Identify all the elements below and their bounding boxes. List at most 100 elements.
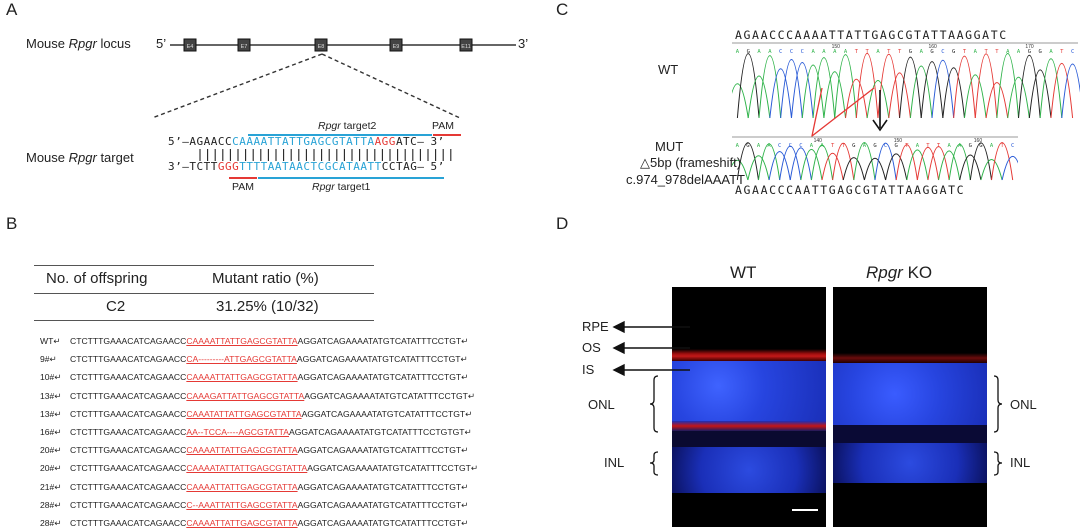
alignment-row-prefix: CTCTTTGAAACATCAGAACC — [70, 354, 187, 365]
top-strand: 5’—AGAACCCAAAATTATTGAGCGTATTAAGGATC—3’ — [168, 135, 445, 148]
alignment-row-name: 9#↵ — [40, 354, 57, 365]
trace-base-letter: T — [995, 49, 999, 55]
trace-base-letter: C — [801, 49, 804, 55]
trace-peak — [985, 82, 1009, 119]
table-mid-rule — [34, 293, 374, 294]
trace-peak — [948, 143, 971, 181]
trace-base-letter: A — [822, 49, 826, 55]
trace-base-letter: A — [1006, 49, 1010, 55]
layer-arrows — [612, 320, 690, 377]
trace-peak — [842, 157, 865, 181]
trace-base-letter: C — [941, 49, 944, 55]
layer-label-rpe: RPE — [582, 319, 609, 334]
trace-base-letter: A — [947, 143, 951, 149]
trace-base-letter: T — [963, 49, 967, 55]
target2-label: Rpgr target2 — [318, 120, 377, 132]
mut-label: MUT — [655, 139, 684, 154]
wt-micrograph — [672, 287, 826, 527]
pam-top-bar — [433, 134, 461, 136]
trace-peak — [996, 53, 1020, 119]
alignment-row: 28#↵CTCTTTGAAACATCAGAACCC--AAATTATTGAGCG… — [40, 500, 468, 511]
trace-base-letter: G — [952, 49, 955, 55]
trace-base-letter: T — [1060, 49, 1064, 55]
trace-position-tick: 160 — [929, 44, 938, 50]
trace-peak — [747, 75, 771, 119]
trace-peak — [895, 144, 918, 181]
trace-peak — [789, 147, 812, 181]
exon-label: E9 — [393, 44, 400, 50]
trace-peak — [732, 83, 749, 119]
layer-label-inl-right: INL — [1010, 455, 1031, 470]
table-cell-ratio: 31.25% (10/32) — [216, 298, 319, 315]
target-label: Mouse Rpgr target — [26, 150, 134, 165]
trace-peak — [906, 149, 929, 181]
left-brackets — [649, 375, 659, 476]
alignment-row-suffix: AGGATCAGAAAATATGTCATATTTCCTGT↵ — [297, 499, 469, 510]
trace-peak — [963, 74, 987, 119]
trace-base-letter: G — [1028, 49, 1031, 55]
alignment-row-name: WT↵ — [40, 336, 61, 346]
wt-label: WT — [658, 62, 679, 77]
alignment-row-suffix: AGGATCAGAAAATATGTCATATTTCCTGTGT↵ — [288, 427, 472, 437]
trace-base-letter: A — [876, 49, 880, 55]
exon-label: E4 — [187, 44, 194, 50]
trace-peak — [980, 158, 1003, 181]
trace-peak — [768, 151, 791, 181]
trace-base-letter: G — [1039, 49, 1042, 55]
trace-base-letter: C — [799, 143, 802, 149]
trace-base-letter: C — [778, 143, 781, 149]
panel-letter-a: A — [6, 0, 18, 19]
trace-base-letter: A — [736, 49, 740, 55]
trace-peak — [853, 142, 876, 181]
trace-peak — [732, 159, 749, 181]
trace-peak — [899, 56, 922, 119]
trace-peak — [823, 71, 847, 119]
trace-peak — [959, 154, 982, 181]
alignment-row-prefix: CTCTTTGAAACATCAGAACC — [70, 372, 187, 383]
trace-base-letter: C — [1071, 49, 1074, 55]
trace-base-letter: T — [842, 143, 846, 149]
scale-bar — [792, 509, 818, 511]
trace-peak — [938, 150, 961, 181]
pam-bottom-bar — [229, 177, 257, 179]
trace-base-letter: A — [833, 49, 837, 55]
panel-letter-b: B — [6, 214, 18, 233]
trace-peak — [758, 55, 782, 119]
alignment-row-suffix: AGGATCAGAAAATATGTCATATTTCCTGT↵ — [297, 445, 469, 456]
exon-box — [237, 38, 251, 52]
alignment-row-prefix: CTCTTTGAAACATCAGAACC — [70, 427, 187, 437]
alignment-row: 21#↵CTCTTTGAAACATCAGAACCCAAAATTATTGAGCGT… — [40, 482, 468, 493]
alignment-row-name: 10#↵ — [40, 372, 62, 383]
table-cell-offspring: C2 — [106, 298, 126, 315]
exon-label: E8 — [318, 44, 325, 50]
trace-position-tick: 160 — [974, 138, 983, 144]
trace-base-letter: G — [852, 143, 855, 149]
locus-five-prime: 5’ — [156, 36, 167, 51]
trace-peak — [885, 153, 908, 181]
table-header-ratio: Mutant ratio (%) — [212, 270, 319, 287]
exon-box — [314, 38, 328, 52]
alignment-row-name: 13#↵ — [40, 390, 62, 401]
trace-peak — [855, 52, 879, 119]
trace-base-letter: T — [855, 49, 859, 55]
alignment-row: WT↵CTCTTTGAAACATCAGAACCCAAAATTATTGAGCGTA… — [40, 336, 468, 347]
trace-base-letter: A — [920, 49, 924, 55]
trace-peak — [969, 142, 993, 181]
trace-peak — [931, 60, 955, 119]
alignment-row-prefix: CTCTTTGAAACATCAGAACC — [70, 408, 187, 419]
trace-peak — [736, 142, 759, 181]
alignment-row: 20#↵CTCTTTGAAACATCAGAACCCAAAATTATTGAGCGT… — [40, 445, 468, 456]
trace-base-letter: A — [958, 143, 962, 149]
pam-top-label: PAM — [432, 120, 454, 132]
trace-base-letter: T — [831, 143, 835, 149]
trace-peak — [810, 144, 834, 181]
trace-position-tick: 150 — [832, 44, 841, 50]
alignment-row-prefix: CTCTTTGAAACATCAGAACC — [70, 481, 187, 492]
trace-peak — [974, 53, 998, 119]
trace-peak — [812, 57, 836, 119]
exon-box — [183, 38, 197, 52]
alignment-row-target: CAAAATTATTGAGCGTATTA — [186, 336, 298, 346]
trace-peak — [863, 158, 887, 181]
trace-base-letter: T — [1000, 143, 1004, 149]
alignment-row-suffix: AGGATCAGAAAATATGTCATATTTCCTGT↵ — [296, 354, 468, 365]
